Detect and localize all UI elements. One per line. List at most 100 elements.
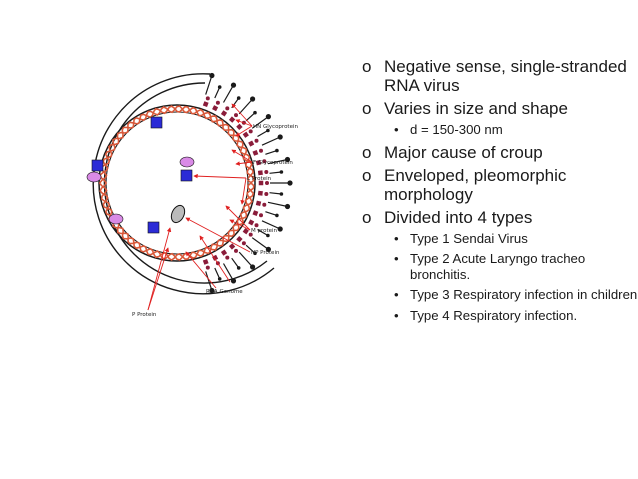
membrane-protein-dot — [254, 138, 259, 143]
l-protein-particles — [91, 116, 193, 234]
bullet-text: Major cause of croup — [384, 142, 543, 162]
matrix-protein-bead — [258, 180, 264, 186]
bullet-text: Divided into 4 types — [384, 207, 533, 227]
glycoprotein-spike — [257, 228, 269, 237]
glycoprotein-spike — [214, 86, 221, 99]
bullet-item: o Negative sense, single-stranded RNA vir… — [356, 57, 638, 95]
sub-bullet-marker: • — [394, 230, 399, 246]
matrix-protein-bead — [251, 149, 259, 157]
matrix-protein-bead — [220, 109, 228, 118]
spike-head — [253, 110, 257, 115]
glycoprotein-spike — [261, 136, 281, 146]
rna-strand — [98, 105, 255, 261]
np-protein-particle — [170, 204, 186, 224]
membrane-protein-dot — [241, 241, 246, 246]
m-protein-label: M protein — [251, 228, 278, 234]
membrane-protein-dot — [248, 129, 253, 134]
glycoprotein-spike — [269, 171, 282, 174]
spike-head — [275, 213, 279, 218]
membrane-protein-dot — [225, 255, 230, 260]
bullet-list: o Negative sense, single-stranded RNA vir… — [356, 57, 638, 328]
matrix-protein-bead — [257, 169, 264, 176]
matrix-protein-bead — [235, 122, 244, 131]
sub-bullet-item: •d = 150-300 nm — [356, 122, 638, 138]
glycoprotein-spike — [251, 237, 269, 250]
spike-head — [287, 180, 293, 186]
membrane-protein-dot — [254, 223, 259, 228]
matrix-protein-bead — [211, 104, 219, 112]
sub-bullet-item: • Type 4 Respiratory infection. — [356, 308, 638, 324]
np-protein-label: NP Protein — [251, 250, 280, 256]
capsid-inner-circle — [105, 111, 249, 255]
rna-genome-label: RNA Genome — [206, 289, 243, 295]
label-pointers — [147, 103, 253, 311]
spike-head — [209, 72, 215, 79]
membrane-protein-dot — [205, 265, 210, 270]
sub-bullet-text: Type 2 Acute Laryngo tracheo bronchitis. — [410, 251, 586, 282]
matrix-protein-bead — [202, 258, 210, 266]
spike-head — [266, 233, 270, 238]
spike-head — [277, 226, 283, 232]
glycoprotein-spike — [269, 192, 282, 195]
sub-bullet-marker: • — [394, 251, 399, 266]
membrane-protein-dot — [259, 148, 263, 153]
glycoprotein-spike — [222, 84, 235, 103]
matrix-protein-bead — [228, 115, 236, 124]
membrane-protein-dot — [265, 181, 269, 185]
sub-bullet-item: • Type 2 Acute Laryngo tracheo bronchitis… — [356, 251, 638, 282]
spike-head — [277, 134, 283, 140]
spike-head — [209, 287, 215, 294]
sub-bullet-marker: • — [394, 307, 399, 323]
membrane-protein-dot — [215, 100, 220, 105]
bullet-item: o Major cause of croup — [356, 143, 638, 162]
spike-head — [265, 246, 271, 252]
l-protein-square — [91, 159, 104, 172]
matrix-protein-beads — [202, 96, 269, 270]
spike-head — [266, 128, 270, 133]
bullet-text: Negative sense, single-stranded RNA viru… — [384, 57, 627, 95]
glycoprotein-spike — [251, 116, 269, 129]
matrix-protein-bead — [241, 227, 250, 236]
l-protein-square — [180, 169, 193, 182]
spike-head — [275, 148, 279, 153]
l-protein-square — [147, 221, 160, 234]
membrane-protein-dot — [262, 202, 267, 207]
bullet-marker: o — [362, 207, 372, 227]
sub-bullet-text: Type 1 Sendai Virus — [410, 230, 528, 246]
virus-diagram: HN Glycoprotein F Glycoprotein L Protein… — [86, 72, 298, 318]
glycoprotein-spike — [245, 244, 256, 254]
spike-head — [279, 192, 284, 196]
matrix-protein-bead — [241, 130, 250, 139]
p-protein-oval — [86, 171, 102, 183]
glycoprotein-spike — [265, 211, 278, 216]
membrane-protein-dot — [264, 170, 269, 174]
matrix-protein-bead — [257, 190, 264, 197]
membrane-protein-dot — [264, 192, 269, 196]
membrane-protein-dot — [262, 159, 267, 164]
bullet-item: o Divided into 4 types — [356, 208, 638, 227]
l-protein-square — [150, 116, 163, 129]
glycoprotein-spike — [205, 271, 213, 291]
membrane-protein-dot — [225, 106, 230, 111]
glycoprotein-spike — [214, 267, 221, 280]
bullet-marker: o — [362, 142, 372, 162]
glycoprotein-spike — [265, 150, 278, 155]
glycoprotein-spike — [205, 75, 213, 95]
bullet-marker: o — [362, 57, 372, 76]
spike-head — [253, 251, 257, 256]
glycoprotein-spike — [257, 129, 269, 138]
f-glycoprotein-label: F Glycoprotein — [253, 160, 293, 166]
membrane-protein-dot — [234, 113, 238, 118]
bullet-text: Enveloped, pleomorphic morphology — [384, 165, 567, 204]
glycoprotein-spike — [267, 201, 288, 208]
rna-genome-helix — [98, 105, 255, 261]
glycoprotein-spike — [231, 257, 240, 269]
matrix-protein-bead — [251, 209, 259, 217]
spike-head — [230, 278, 237, 284]
membrane-protein-dot — [234, 248, 238, 253]
sub-bullet-text: Type 4 Respiratory infection. — [410, 307, 578, 323]
membrane-protein-dot — [248, 232, 253, 237]
p-protein-label: P Protein — [132, 312, 157, 318]
